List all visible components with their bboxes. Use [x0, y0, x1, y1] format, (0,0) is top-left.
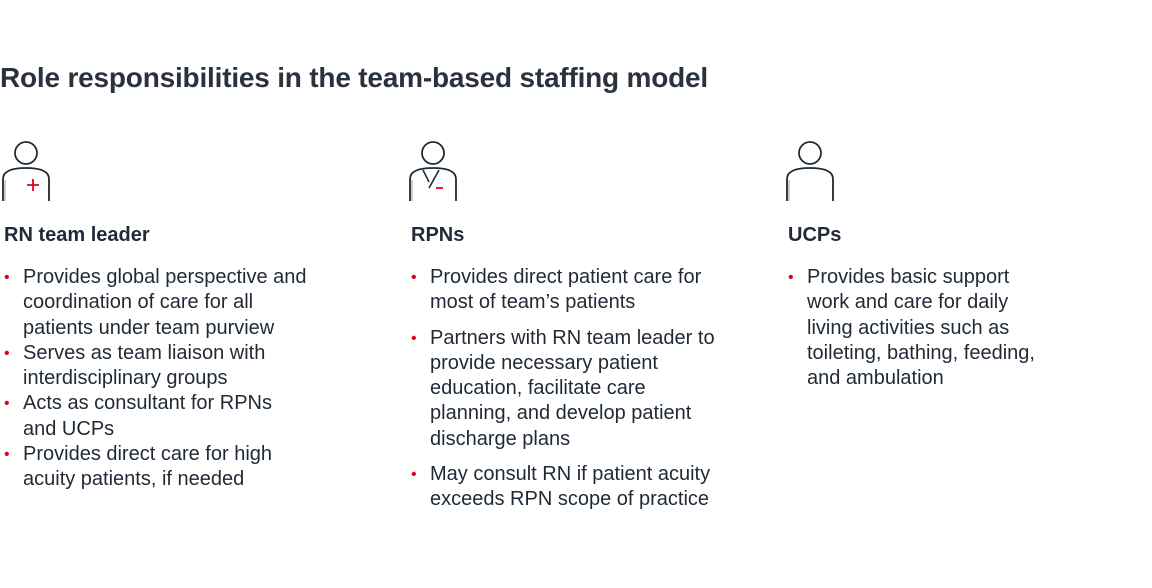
role-title: RPNs — [411, 224, 465, 246]
role-column-rn: RN team leader Provides global perspecti… — [0, 138, 340, 493]
list-item: Serves as team liaison with interdiscipl… — [0, 341, 320, 392]
list-item: May consult RN if patient acuity exceeds… — [407, 462, 727, 513]
person-icon — [786, 141, 834, 201]
list-item: Partners with RN team leader to provide … — [407, 326, 730, 452]
list-item: Provides direct patient care for most of… — [407, 265, 710, 316]
role-column-ucp: UCPs Provides basic support work and car… — [784, 138, 1124, 391]
list-item: Provides direct care for high acuity pat… — [0, 442, 303, 493]
list-item: Provides basic support work and care for… — [784, 265, 1054, 391]
page-title: Role responsibilities in the team-based … — [0, 62, 708, 93]
nurse-minus-icon — [409, 141, 457, 201]
role-title: UCPs — [788, 224, 842, 246]
role-title: RN team leader — [4, 224, 150, 246]
role-column-rpn: RPNs Provides direct patient care for mo… — [407, 138, 747, 523]
list-item: Acts as consultant for RPNs and UCPs — [0, 391, 303, 442]
list-item: Provides global perspective and coordina… — [0, 265, 320, 341]
nurse-plus-icon — [2, 141, 50, 201]
